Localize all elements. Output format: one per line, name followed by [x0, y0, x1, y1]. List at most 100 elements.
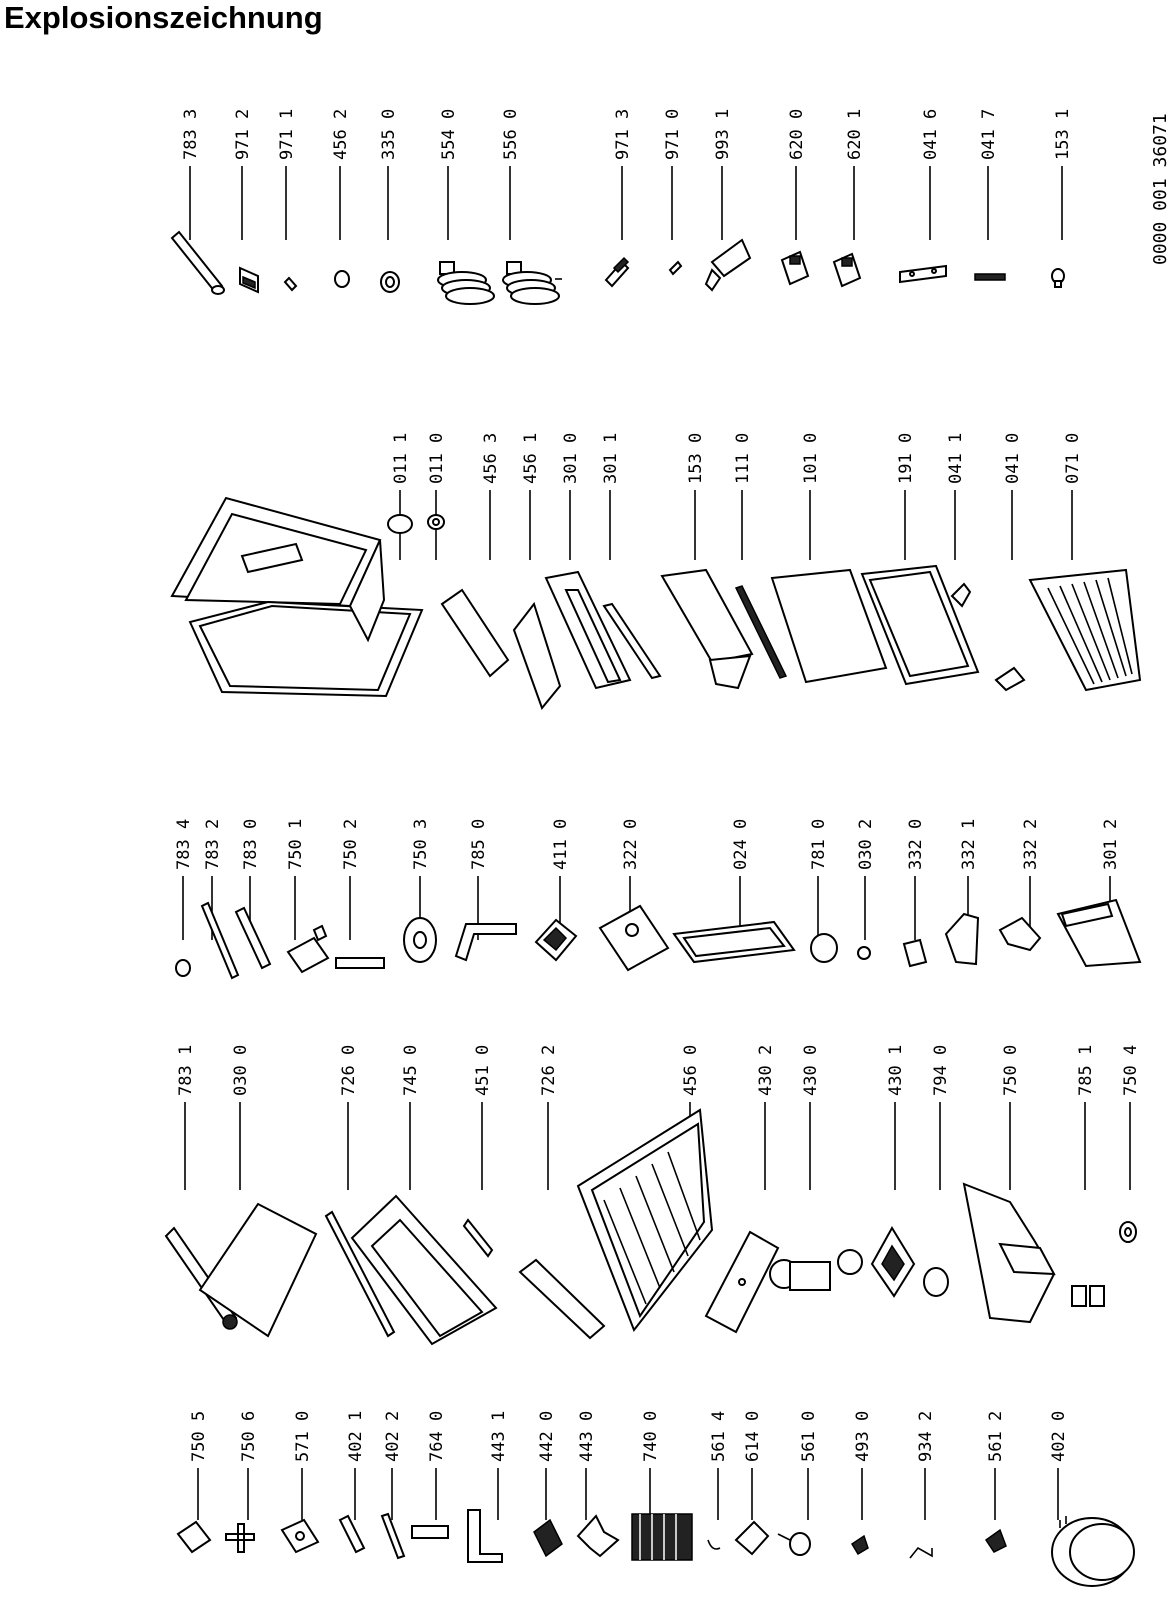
fan-motor-part: [533, 1518, 563, 1558]
part-number-label: 561 4: [709, 1411, 729, 1462]
part-number-label: 301 2: [1101, 819, 1121, 870]
part-number-label: 745 0: [401, 1045, 421, 1096]
part-number-label: 041 6: [921, 109, 941, 160]
part-number-label: 750 6: [239, 1411, 259, 1462]
fan-bracket-part: [870, 1226, 916, 1298]
part-number-label: 561 2: [986, 1411, 1006, 1462]
part-number-label: 402 0: [1049, 1411, 1069, 1462]
bracket-part: [998, 916, 1042, 952]
part-number-label: 335 0: [379, 109, 399, 160]
part-number-label: 571 0: [293, 1411, 313, 1462]
shelf-part: [440, 588, 510, 678]
tube-part: [200, 901, 240, 980]
part-number-label: 332 1: [959, 819, 979, 870]
part-number-label: 614 0: [743, 1411, 763, 1462]
thermostat-housing-part: [598, 904, 670, 972]
wire-part: [707, 1539, 721, 1550]
funnel-part: [704, 238, 752, 292]
pin-part: [668, 260, 683, 276]
rod-part: [380, 1512, 406, 1560]
capacitor-part: [777, 1532, 811, 1556]
part-number-label: 554 0: [439, 109, 459, 160]
bracket-part: [239, 266, 259, 294]
part-number-label: 556 0: [501, 109, 521, 160]
part-number-label: 011 0: [427, 433, 447, 484]
part-number-label: 750 3: [411, 819, 431, 870]
part-number-label: 101 0: [801, 433, 821, 484]
compressor-part: [1051, 1516, 1135, 1587]
part-number-label: 750 4: [1121, 1045, 1141, 1096]
part-number-label: 456 1: [521, 433, 541, 484]
cap-part: [387, 514, 413, 534]
valve-part: [604, 256, 630, 288]
part-number-label: 332 0: [906, 819, 926, 870]
part-number-label: 430 0: [801, 1045, 821, 1096]
part-number-label: 781 0: [809, 819, 829, 870]
part-number-label: 411 0: [551, 819, 571, 870]
part-number-label: 024 0: [731, 819, 751, 870]
heater-element-part: [462, 1218, 494, 1258]
cabinet-frame-part: [170, 496, 424, 698]
part-number-label: 783 4: [174, 819, 194, 870]
part-number-label: 783 0: [241, 819, 261, 870]
fan-blade-part: [576, 1514, 620, 1558]
part-number-label: 456 0: [681, 1045, 701, 1096]
part-number-label: 071 0: [1063, 433, 1083, 484]
grommet-part: [857, 946, 871, 960]
tube-part: [234, 906, 272, 970]
part-number-label: 783 2: [203, 819, 223, 870]
control-box-part: [1056, 898, 1142, 968]
part-number-label: 332 2: [1021, 819, 1041, 870]
shelf-part: [512, 601, 562, 711]
part-number-label: 451 0: [473, 1045, 493, 1096]
part-number-label: 153 0: [686, 433, 706, 484]
part-number-label: 750 1: [286, 819, 306, 870]
part-number-label: 322 0: [621, 819, 641, 870]
hinge-bracket-part: [994, 666, 1026, 692]
parts-row-2: [170, 496, 1142, 711]
part-number-label: 726 0: [339, 1045, 359, 1096]
lamp-cover-part: [944, 912, 980, 966]
part-number-label: 971 3: [613, 109, 633, 160]
crisper-drawer-part: [660, 568, 754, 690]
relay-part: [734, 1520, 770, 1556]
fan-motor-part: [769, 1249, 863, 1291]
hose-part: [454, 923, 517, 962]
nut-part: [1119, 1221, 1137, 1243]
part-number-label: 493 0: [853, 1411, 873, 1462]
seal-strip-part: [974, 273, 1006, 281]
switch-part: [832, 252, 862, 288]
switch-part: [780, 250, 810, 286]
washer-part: [175, 959, 191, 977]
pipe-part: [335, 957, 385, 969]
solenoid-part: [280, 1518, 320, 1554]
part-number-label: 993 1: [713, 109, 733, 160]
pin-part: [283, 276, 298, 292]
hinge-bracket-part: [950, 582, 972, 608]
drain-part: [286, 924, 330, 974]
rod-part: [324, 1210, 396, 1338]
fan-motor-part: [534, 918, 578, 962]
wire-shelf-part: [576, 1108, 714, 1333]
part-number-label: 794 0: [931, 1045, 951, 1096]
parts-row-1: [170, 230, 1065, 305]
part-number-label: 030 0: [231, 1045, 251, 1096]
part-number-label: 041 1: [946, 433, 966, 484]
hinge-part: [899, 264, 947, 284]
part-number-label: 971 2: [233, 109, 253, 160]
part-number-label: 011 1: [391, 433, 411, 484]
part-number-label: 430 2: [756, 1045, 776, 1096]
part-number-label: 620 0: [787, 109, 807, 160]
tube-part: [170, 230, 225, 295]
part-number-label: 785 1: [1076, 1045, 1096, 1096]
part-number-label: 442 0: [537, 1411, 557, 1462]
part-number-label: 191 0: [896, 433, 916, 484]
part-number-label: 750 0: [1001, 1045, 1021, 1096]
part-number-label: 030 2: [856, 819, 876, 870]
glass-trim-part: [734, 585, 788, 679]
condenser-part: [631, 1513, 693, 1561]
tee-fitting-part: [225, 1523, 255, 1553]
part-number-label: 764 0: [427, 1411, 447, 1462]
